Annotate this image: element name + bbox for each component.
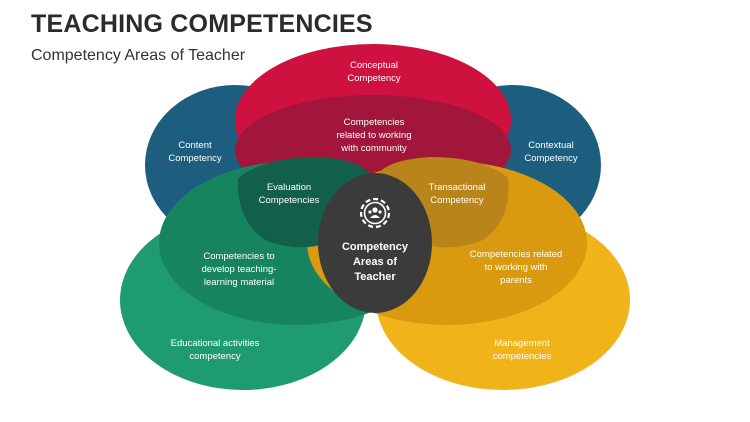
content-label-line2: Competency [168,153,222,164]
community-label-line1: Competencies [344,117,405,128]
community-label-line2: related to working [337,130,412,141]
community-label-line3: with community [340,143,407,154]
parents-label-line1: Competencies related [470,249,562,260]
page-title: TEACHING COMPETENCIES [31,10,373,38]
center-label-line1: Competency [342,241,409,253]
contextual-label-line1: Contextual [528,140,573,151]
parents-label-line2: to working with [485,262,548,273]
educational-label-line2: competency [189,351,240,362]
contextual-label-line2: Competency [524,153,578,164]
center-circle [318,173,432,313]
gear-people-icon [359,197,391,229]
teaching-material-label-line3: learning material [204,277,274,288]
teaching-material-label-line1: Competencies to [203,251,274,262]
transactional-label-line2: Competency [430,195,484,206]
management-label-line2: competencies [493,351,552,362]
teaching-material-label-line2: develop teaching- [202,264,277,275]
evaluation-label-line1: Evaluation [267,182,311,193]
center-label-line2: Areas of [353,256,397,268]
content-label-line1: Content [178,140,212,151]
educational-label-line1: Educational activities [171,338,260,349]
page-subtitle: Competency Areas of Teacher [31,47,246,64]
conceptual-label-line1: Conceptual [350,60,398,71]
center-label-line3: Teacher [354,271,396,283]
conceptual-label-line2: Competency [347,73,401,84]
evaluation-label-line2: Competencies [259,195,320,206]
management-label-line1: Management [494,338,550,349]
transactional-label-line1: Transactional [429,182,486,193]
parents-label-line3: parents [500,275,532,286]
